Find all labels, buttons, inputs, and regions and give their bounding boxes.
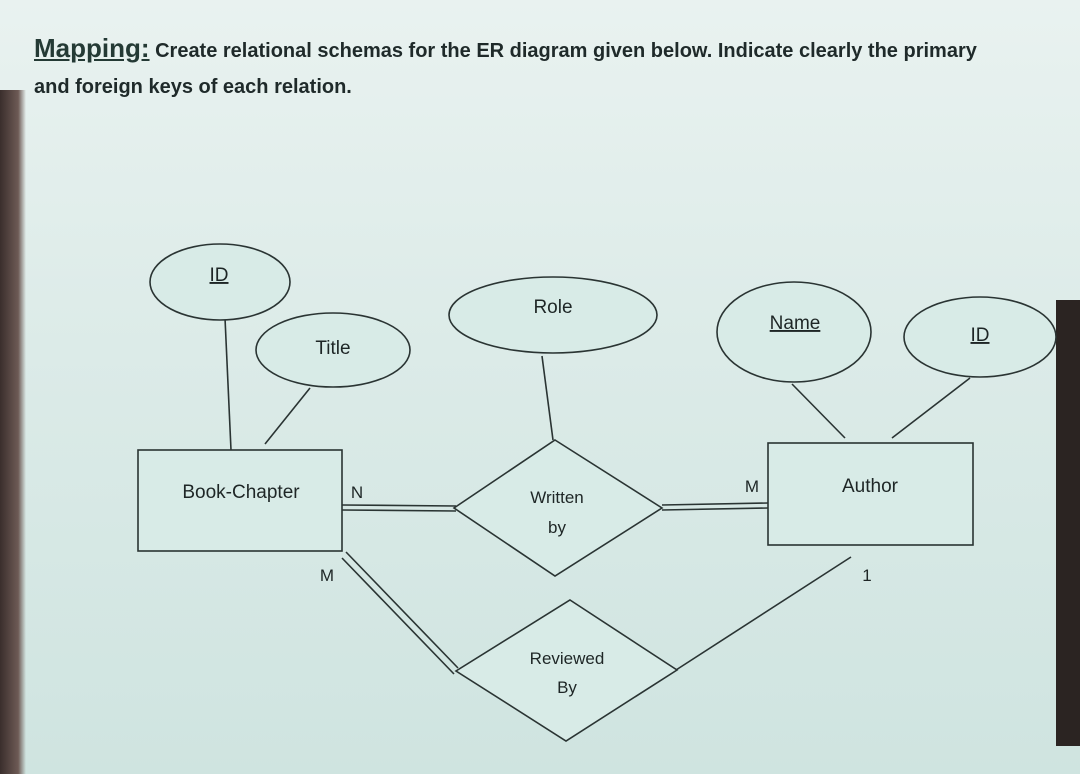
attribute-author-id — [903, 296, 1057, 378]
relationship-written-by — [452, 439, 664, 577]
entity-author — [767, 442, 974, 546]
cardinality-reviewed-author: 1 — [862, 566, 871, 585]
label-book-chapter: Book-Chapter — [182, 482, 300, 503]
connector-book-reviewedby-a — [345, 551, 459, 669]
heading-lead: Mapping: — [34, 33, 150, 63]
label-by: by — [548, 518, 566, 537]
attribute-book-id — [149, 243, 291, 321]
label-title: Title — [315, 338, 350, 359]
connector-book-writtenby-a — [341, 504, 457, 507]
connector-title-bookchapter — [264, 387, 311, 445]
heading-line-2: and foreign keys of each relation. — [34, 76, 352, 98]
connector-book-writtenby-b — [341, 509, 457, 512]
label-author: Author — [842, 476, 899, 497]
connector-role-writtenby — [541, 355, 554, 441]
attribute-role — [448, 276, 658, 354]
label-reviewed-by: By — [557, 678, 577, 697]
connector-authorid-author — [891, 377, 971, 439]
label-name: Name — [770, 313, 821, 334]
label-author-id: ID — [971, 325, 990, 346]
attribute-name — [716, 281, 872, 383]
label-book-id: ID — [210, 265, 229, 286]
monitor-bezel-left — [0, 90, 26, 774]
connector-writtenby-author-b — [661, 507, 769, 511]
connector-book-reviewedby-b — [341, 557, 455, 675]
cardinality-written-author: M — [745, 477, 759, 496]
label-written: Written — [530, 488, 584, 507]
heading-line-1: Create relational schemas for the ER dia… — [149, 40, 977, 62]
connector-reviewedby-author — [675, 556, 852, 671]
relationship-reviewed-by — [454, 599, 679, 742]
entity-book-chapter — [137, 449, 343, 552]
connector-bookid-bookchapter — [224, 317, 232, 451]
cardinality-written-book: N — [351, 483, 363, 502]
attribute-title — [255, 312, 411, 388]
cardinality-reviewed-book: M — [320, 566, 334, 585]
label-reviewed: Reviewed — [530, 649, 605, 668]
question-heading: Mapping: Create relational schemas for t… — [34, 30, 1054, 105]
monitor-bezel-right — [1056, 300, 1080, 746]
label-role: Role — [533, 297, 572, 318]
connector-writtenby-author-a — [661, 502, 769, 506]
connector-name-author — [791, 383, 846, 439]
